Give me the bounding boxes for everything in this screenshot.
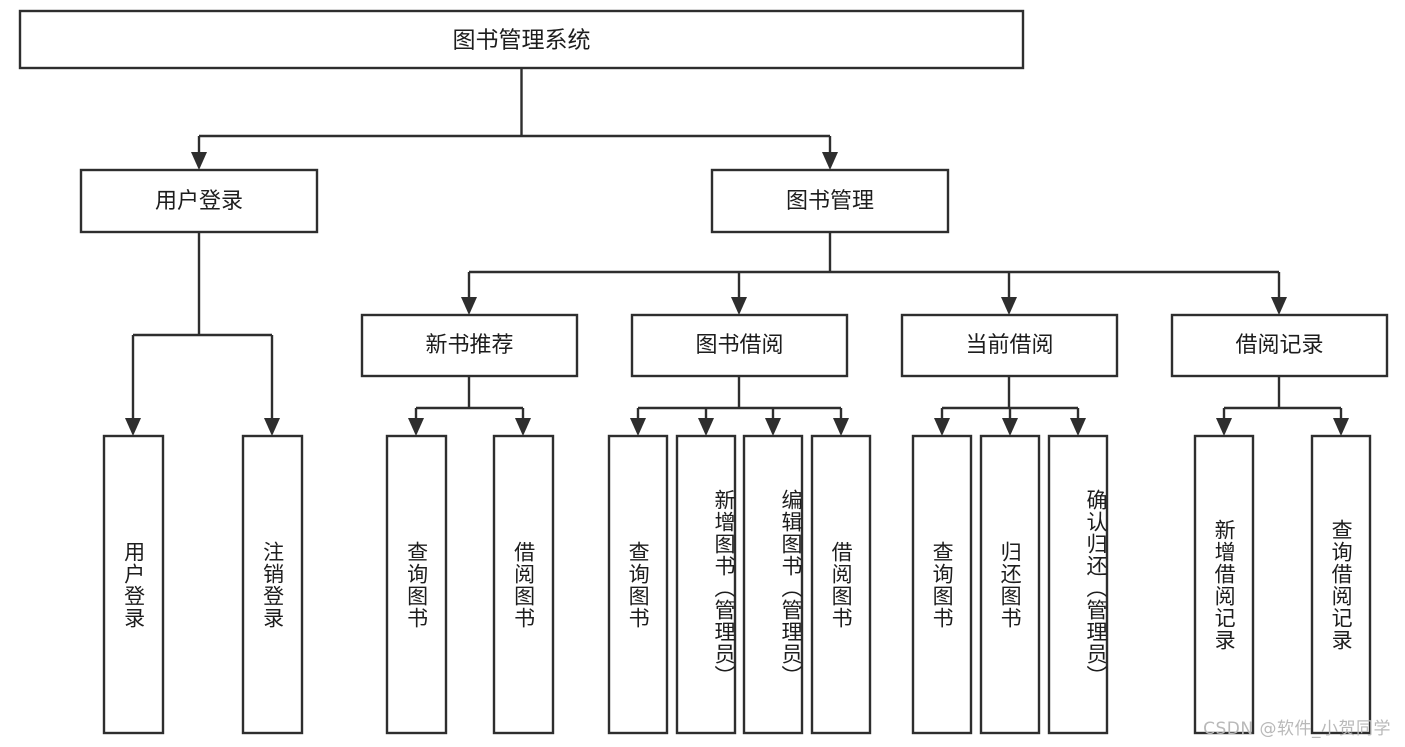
node-root[interactable]: 图书管理系统 <box>18 9 1025 70</box>
arrowhead-leaf-add-book <box>698 418 714 436</box>
arrowhead-leaf-borrow-book-1 <box>515 418 531 436</box>
node-current-borrow-box[interactable] <box>900 313 1119 378</box>
node-leaf-borrow-book-2-box[interactable] <box>810 434 872 735</box>
node-leaf-query-book-1-box[interactable] <box>385 434 448 735</box>
node-new-book-rec-label: 新书推荐 <box>425 333 513 358</box>
node-leaf-return-book-box[interactable] <box>979 434 1041 735</box>
arrowhead-leaf-query-book-1 <box>408 418 424 436</box>
node-root-box[interactable] <box>18 9 1025 70</box>
node-leaf-query-book-3-box[interactable] <box>911 434 973 735</box>
arrowhead-book-borrow <box>731 297 747 315</box>
arrowhead-book-manage <box>822 152 838 170</box>
node-book-borrow[interactable]: 图书借阅 <box>630 313 849 378</box>
node-borrow-record[interactable]: 借阅记录 <box>1170 313 1389 378</box>
node-book-manage[interactable]: 图书管理 <box>710 168 950 234</box>
node-layer: 图书管理系统 用户登录 图书管理 新书推荐 图书借阅 当前 <box>18 9 1389 735</box>
node-leaf-user-login-box[interactable] <box>102 434 165 735</box>
arrowhead-borrow-record <box>1271 297 1287 315</box>
arrowhead-leaf-add-record <box>1216 418 1232 436</box>
node-root-label: 图书管理系统 <box>453 28 591 54</box>
node-leaf-add-book-box[interactable] <box>675 434 737 735</box>
arrowhead-leaf-logout <box>264 418 280 436</box>
arrowhead-new-book-rec <box>461 297 477 315</box>
edge-layer <box>125 68 1349 436</box>
node-leaf-query-book-2-box[interactable] <box>607 434 669 735</box>
arrowhead-leaf-edit-book <box>765 418 781 436</box>
node-book-manage-box[interactable] <box>710 168 950 234</box>
arrowhead-leaf-return-book <box>1002 418 1018 436</box>
node-leaf-borrow-book-1-box[interactable] <box>492 434 555 735</box>
node-new-book-rec[interactable]: 新书推荐 <box>360 313 579 378</box>
node-borrow-record-box[interactable] <box>1170 313 1389 378</box>
arrowhead-user-login <box>191 152 207 170</box>
node-book-manage-label: 图书管理 <box>786 189 874 214</box>
node-book-borrow-label: 图书借阅 <box>695 333 783 358</box>
node-leaf-query-record-box[interactable] <box>1310 434 1372 735</box>
node-leaf-edit-book-box[interactable] <box>742 434 804 735</box>
node-user-login-box[interactable] <box>79 168 319 234</box>
node-current-borrow[interactable]: 当前借阅 <box>900 313 1119 378</box>
node-leaf-logout-box[interactable] <box>241 434 304 735</box>
node-leaf-add-record-box[interactable] <box>1193 434 1255 735</box>
node-book-borrow-box[interactable] <box>630 313 849 378</box>
arrowhead-leaf-confirm-return <box>1070 418 1086 436</box>
arrowhead-leaf-query-book-2 <box>630 418 646 436</box>
node-leaf-confirm-return-box[interactable] <box>1047 434 1109 735</box>
arrowhead-leaf-user-login <box>125 418 141 436</box>
node-current-borrow-label: 当前借阅 <box>965 333 1053 358</box>
arrowhead-leaf-borrow-book-2 <box>833 418 849 436</box>
arrowhead-current-borrow <box>1001 297 1017 315</box>
node-user-login[interactable]: 用户登录 <box>79 168 319 234</box>
node-borrow-record-label: 借阅记录 <box>1235 333 1323 358</box>
arrowhead-leaf-query-record <box>1333 418 1349 436</box>
node-new-book-rec-box[interactable] <box>360 313 579 378</box>
arrowhead-leaf-query-book-3 <box>934 418 950 436</box>
node-user-login-label: 用户登录 <box>155 189 243 214</box>
watermark-text: CSDN @软件_小贺同学 <box>1203 719 1391 739</box>
